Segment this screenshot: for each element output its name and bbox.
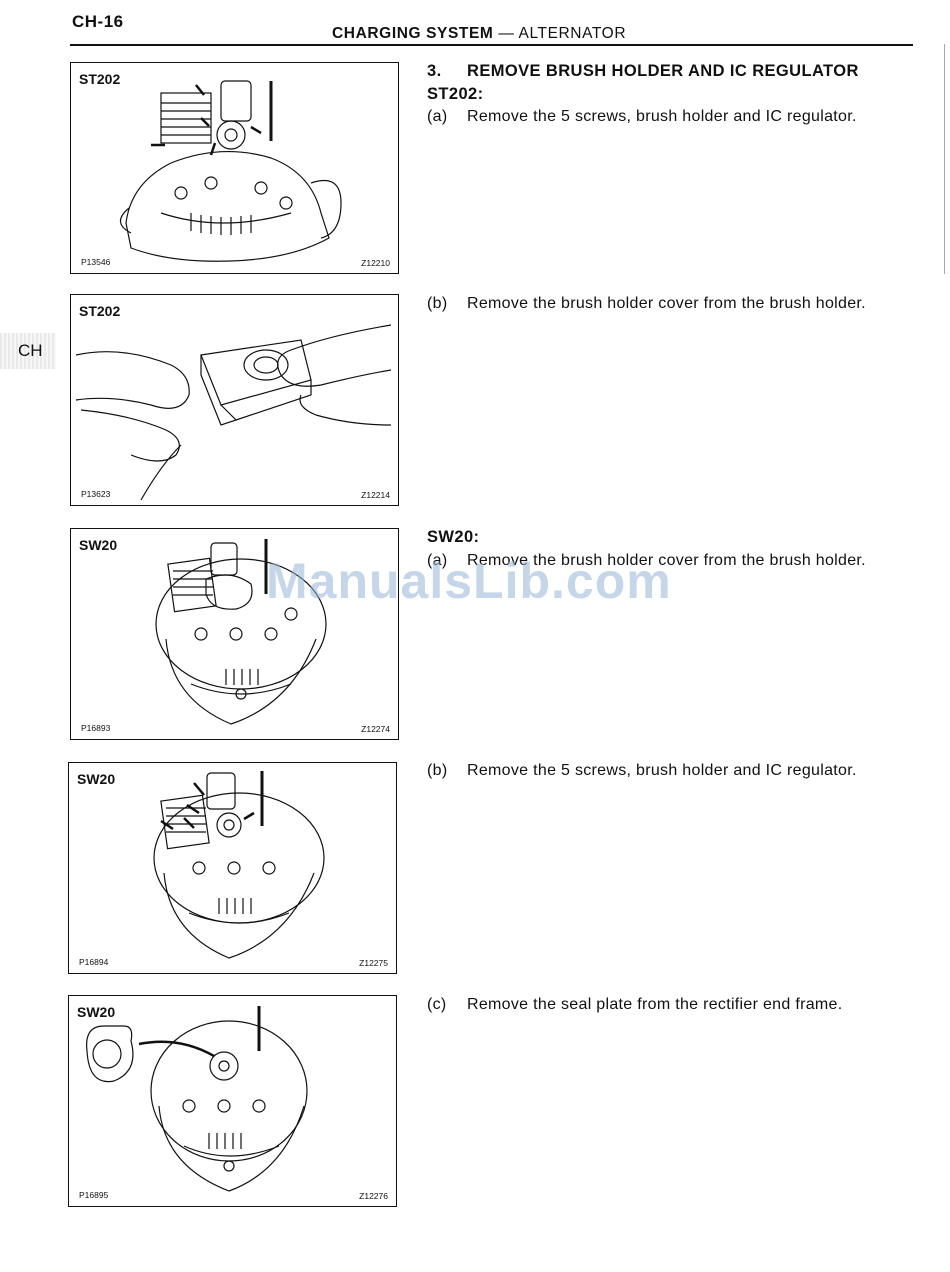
step-number: 3. — [427, 62, 442, 80]
figure-code-left: P16895 — [79, 1190, 109, 1200]
instruction-sw20-b: (b) Remove the 5 screws, brush holder and… — [427, 762, 857, 780]
page-number: CH-16 — [72, 12, 124, 31]
instruction-text: Remove the seal plate from the rectifier… — [467, 996, 843, 1013]
model-label-st202: ST202: — [427, 85, 484, 103]
alternator-screws-illustration — [119, 80, 342, 262]
instruction-sw20-c: (c) Remove the seal plate from the rectif… — [427, 996, 842, 1014]
header-title-subsection: ALTERNATOR — [518, 25, 627, 42]
figure-code-left: P16894 — [79, 957, 109, 967]
instruction-text: Remove the 5 screws, brush holder and IC… — [467, 762, 857, 779]
step-title: REMOVE BRUSH HOLDER AND IC REGULATOR — [467, 62, 859, 80]
instruction-st202-a: (a) Remove the 5 screws, brush holder and… — [427, 108, 857, 126]
instruction-letter: (a) — [427, 108, 448, 125]
instruction-letter: (b) — [427, 762, 448, 779]
figure-sw20-alternator-cover: SW20 P16893 Z12274 — [70, 528, 399, 740]
figure-code-left: P13546 — [81, 257, 111, 267]
header-title-section: CHARGING SYSTEM — [332, 25, 494, 42]
header-rule — [70, 44, 913, 46]
instruction-text: Remove the brush holder cover from the b… — [467, 552, 866, 569]
figure-model-label: SW20 — [77, 1004, 116, 1020]
scan-edge-line — [944, 44, 945, 274]
alternator-screws-illustration — [153, 771, 325, 959]
seal-plate-illustration — [86, 1006, 308, 1192]
figure-code-right: Z12275 — [359, 958, 388, 968]
figure-code-left: P13623 — [81, 489, 111, 499]
instruction-text: Remove the 5 screws, brush holder and IC… — [467, 108, 857, 125]
figure-st202-alternator: ST202 P13546 Z12210 — [70, 62, 399, 274]
header-title-separator: — — [493, 25, 519, 42]
figure-sw20-alternator-screws: SW20 P16894 Z12275 — [68, 762, 397, 974]
figure-model-label: SW20 — [77, 771, 116, 787]
figure-model-label: ST202 — [79, 303, 121, 319]
header-title: CHARGING SYSTEM — ALTERNATOR — [332, 25, 626, 43]
alternator-cover-illustration — [155, 539, 327, 725]
watermark: ManualsLib.com — [266, 553, 672, 609]
figure-code-right: Z12276 — [359, 1191, 388, 1201]
instruction-text: Remove the brush holder cover from the b… — [467, 295, 866, 312]
figure-st202-brush-holder: ST202 P13623 Z12214 — [70, 294, 399, 506]
instruction-sw20-a: (a) Remove the brush holder cover from th… — [427, 552, 866, 570]
instruction-letter: (b) — [427, 295, 448, 312]
instruction-letter: (a) — [427, 552, 448, 569]
hands-brush-holder-illustration — [75, 324, 392, 501]
side-tab-label: CH — [18, 341, 43, 360]
figure-model-label: ST202 — [79, 71, 121, 87]
figure-sw20-seal-plate: SW20 P16895 Z12276 — [68, 995, 397, 1207]
side-tab — [0, 333, 56, 369]
model-label-sw20: SW20: — [427, 528, 480, 546]
instruction-st202-b: (b) Remove the brush holder cover from th… — [427, 295, 866, 313]
figure-code-right: Z12214 — [361, 490, 390, 500]
step-heading: 3. REMOVE BRUSH HOLDER AND IC REGULATOR — [427, 62, 859, 81]
figure-code-left: P16893 — [81, 723, 111, 733]
figure-code-right: Z12210 — [361, 258, 390, 268]
figure-code-right: Z12274 — [361, 724, 390, 734]
figure-model-label: SW20 — [79, 537, 118, 553]
instruction-letter: (c) — [427, 996, 447, 1013]
